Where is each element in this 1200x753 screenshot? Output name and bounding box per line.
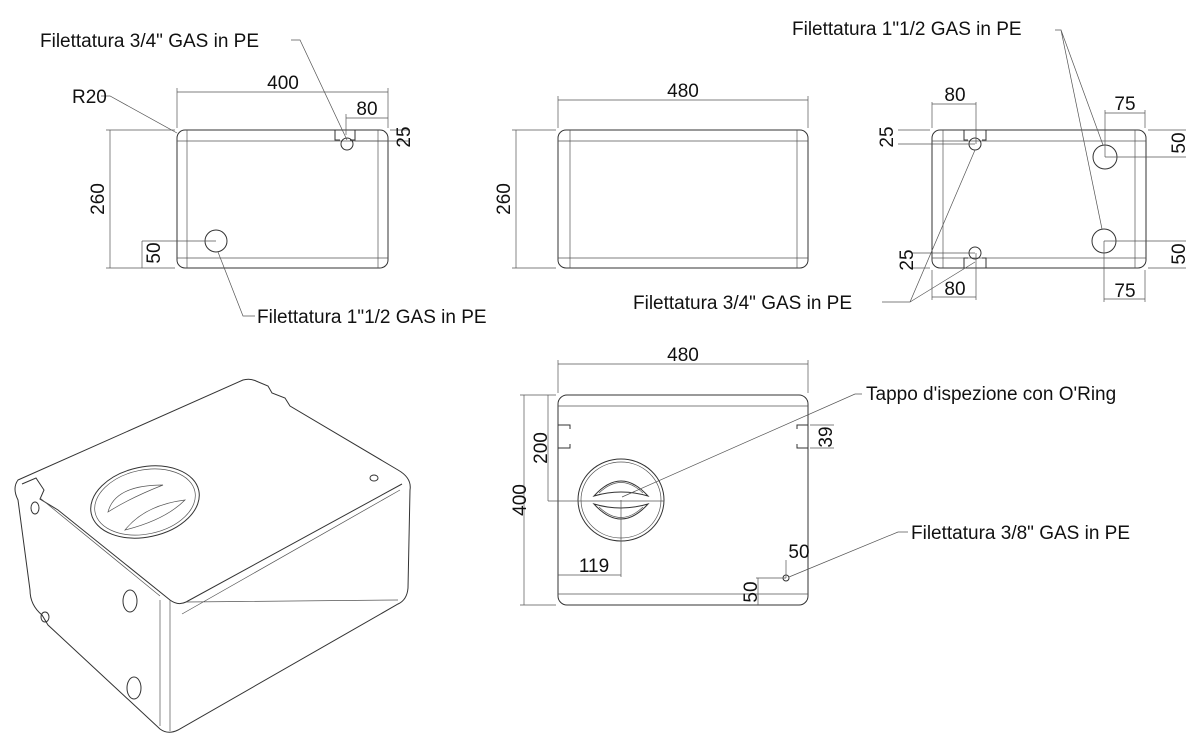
- leader-cap: [621, 393, 862, 498]
- dim-25-bottom-line: [912, 252, 975, 269]
- iso-hole-bottom: [126, 676, 142, 700]
- tank-outline: [176, 129, 389, 269]
- side-view-right: 80 25 80 25 75 50 75 50 Filettatura 1"1/…: [633, 19, 1190, 314]
- edge-lines: [177, 130, 388, 268]
- dim-cap-x: 119: [579, 556, 609, 577]
- iso-hole-3-8: [369, 474, 379, 482]
- dim-height-line: [106, 129, 175, 269]
- dim-39-line: [810, 424, 834, 449]
- hole-3-4: [340, 137, 354, 151]
- dim-hole-y: 50: [741, 581, 762, 602]
- dim-width-line: [557, 360, 809, 393]
- tank-outline: [557, 394, 809, 606]
- dim-depth-line: [520, 394, 556, 606]
- label-radius: R20: [72, 87, 107, 108]
- iso-hole-small: [30, 501, 40, 515]
- notches: [558, 424, 808, 449]
- dim-hole-x: 80: [356, 99, 377, 120]
- dim-25-line: [355, 129, 410, 142]
- dim-25-top-line: [898, 129, 975, 145]
- cap-grips: [107, 484, 186, 531]
- dim-width: 400: [267, 73, 299, 94]
- edge-lines: [558, 130, 808, 268]
- dim-top-y: 25: [877, 126, 898, 147]
- dim-hole-lines: [756, 560, 787, 605]
- dim-big-hole-y: 50: [144, 242, 165, 263]
- front-view: 480 260: [494, 81, 809, 269]
- edge-lines: [932, 130, 1146, 268]
- iso-hole-top: [122, 589, 138, 613]
- dim-200-line: [547, 395, 664, 502]
- edge-lines: [39, 489, 401, 731]
- dim-width: 480: [667, 345, 699, 366]
- edge-lines: [558, 405, 808, 595]
- label-thread-3-4: Filettatura 3/4" GAS in PE: [633, 293, 852, 314]
- dim-top-x: 80: [944, 85, 965, 106]
- dim-big-top-y: 50: [1169, 132, 1190, 153]
- dim-width-line: [176, 88, 389, 128]
- dim-50-top-line: [1105, 129, 1186, 158]
- dim-height-line: [512, 129, 556, 269]
- notches: [963, 130, 987, 268]
- dim-width-line: [557, 96, 809, 128]
- dim-bottom-y: 25: [897, 249, 918, 270]
- dim-75-top-line: [1104, 110, 1146, 157]
- label-thread-1-1-2: Filettatura 1"1/2 GAS in PE: [257, 307, 487, 328]
- dim-width: 480: [667, 81, 699, 102]
- leader-bottom: [882, 149, 976, 303]
- label-inspection-cap: Tappo d'ispezione con O'Ring: [866, 384, 1116, 405]
- top-view: 480 400 200 119 39 50 50 Tappo d'ispezio…: [510, 345, 1130, 606]
- top-face-edges: [21, 477, 403, 605]
- dim-notch: 39: [816, 426, 837, 447]
- dim-height: 260: [494, 183, 515, 215]
- dim-hole-x: 50: [788, 542, 809, 563]
- dim-bottom-x: 80: [944, 279, 965, 300]
- dim-big-top-x: 75: [1114, 94, 1135, 115]
- dim-119-line: [558, 500, 622, 577]
- dim-depth: 400: [510, 484, 531, 516]
- leader-bottom: [217, 251, 255, 317]
- tank-outline: [931, 129, 1147, 269]
- dim-80-line: [345, 114, 388, 135]
- label-thread-1-1-2: Filettatura 1"1/2 GAS in PE: [792, 19, 1022, 40]
- dim-80-bottom-line: [931, 253, 977, 300]
- dim-75-bottom-line: [1103, 241, 1146, 302]
- dim-big-bottom-x: 75: [1114, 281, 1135, 302]
- isometric-view: [14, 378, 411, 733]
- tank-outline: [557, 129, 809, 269]
- dim-hole-y: 25: [394, 126, 415, 147]
- dim-cap-y: 200: [531, 432, 552, 464]
- dim-50-line: [141, 240, 216, 268]
- isometric-cap: [90, 465, 200, 539]
- label-thread-3-4: Filettatura 3/4" GAS in PE: [40, 31, 259, 52]
- dim-big-bottom-y: 50: [1169, 243, 1190, 264]
- side-view-left: 400 80 25 260 50 Filettatura 3/4" GAS in…: [40, 31, 487, 328]
- dim-height: 260: [88, 183, 109, 215]
- iso-hole-small-2: [40, 611, 50, 623]
- leader-top: [291, 39, 348, 141]
- label-thread-3-8: Filettatura 3/8" GAS in PE: [911, 523, 1130, 544]
- leader-r20: [101, 95, 178, 134]
- tank-silhouette: [14, 378, 411, 733]
- leader-top: [1055, 29, 1104, 230]
- leader-hole: [788, 531, 908, 578]
- dim-50-bottom-line: [1104, 240, 1186, 269]
- dim-80-top-line: [931, 102, 977, 144]
